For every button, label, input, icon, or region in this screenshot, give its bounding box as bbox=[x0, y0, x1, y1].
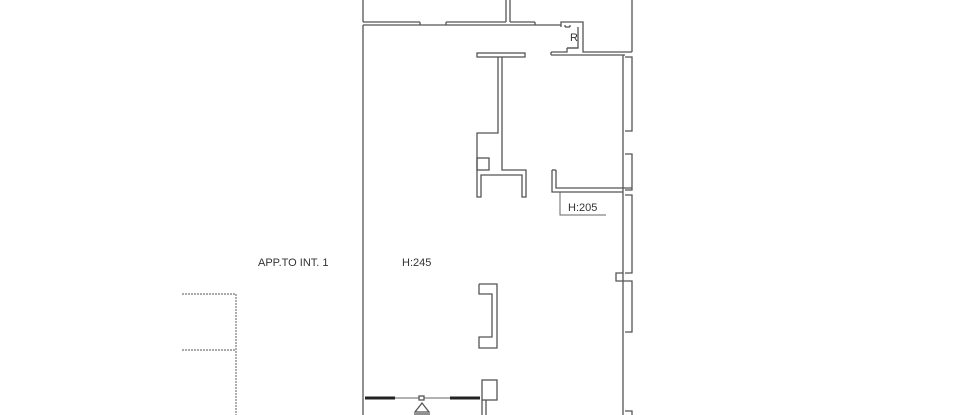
upper-walls bbox=[362, 0, 633, 52]
main-room-height-label: H:245 bbox=[402, 257, 432, 269]
partition-top bbox=[550, 47, 625, 56]
side-room-height-label: H:205 bbox=[568, 202, 598, 214]
adjacent-unit-outline bbox=[182, 293, 237, 415]
main-room-walls bbox=[362, 24, 561, 415]
bottom-window bbox=[365, 379, 498, 415]
right-walls bbox=[615, 55, 633, 415]
triangle-icon bbox=[413, 401, 431, 415]
riser-label: R bbox=[570, 32, 578, 44]
side-room-wall bbox=[551, 169, 632, 216]
bracket-partition bbox=[478, 283, 498, 349]
t-partition bbox=[476, 52, 527, 198]
adjacent-unit-label: APP.TO INT. 1 bbox=[258, 257, 329, 269]
